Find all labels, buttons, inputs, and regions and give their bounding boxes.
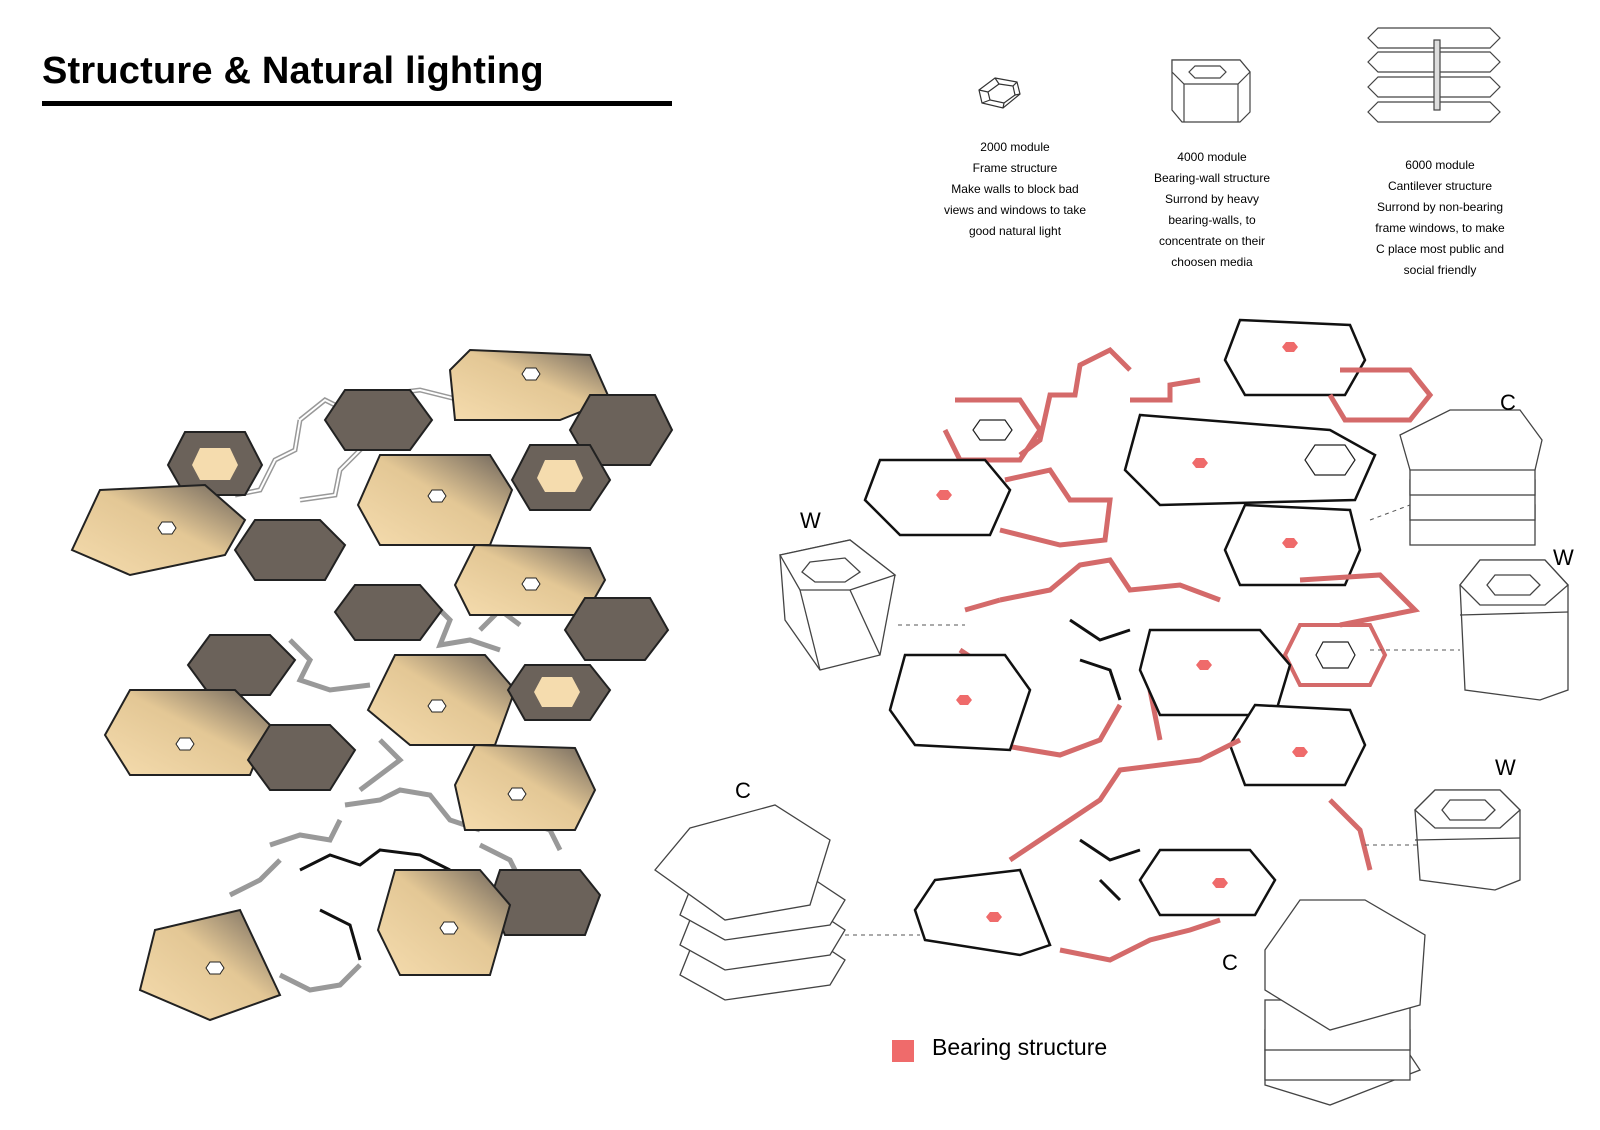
module-6000-line: frame windows, to make — [1375, 221, 1505, 235]
module-2000-line: good natural light — [968, 224, 1062, 238]
w-block-right-bottom — [1414, 789, 1521, 891]
module-4000-icon — [1171, 59, 1251, 123]
right-floorplan-top — [863, 318, 1434, 548]
module-4000-line: choosen media — [1171, 255, 1253, 269]
module-4000-line: bearing-walls, to — [1168, 213, 1256, 227]
c-stack-left — [654, 804, 846, 1001]
module-6000-caption: 6000 module Cantilever structure Surrond… — [1350, 155, 1530, 281]
module-6000-line: C place most public and — [1375, 242, 1505, 256]
right-floorplan-bottom — [913, 703, 1373, 963]
module-2000-line: views and windows to take — [943, 203, 1087, 217]
c-stack-bottom-right — [1264, 899, 1426, 1106]
module-2000-caption: 2000 module Frame structure Make walls t… — [925, 137, 1105, 242]
tag-c-top: C — [1500, 390, 1516, 415]
module-4000-line: Surrond by heavy — [1164, 192, 1260, 206]
module-4000-line: concentrate on their — [1158, 234, 1266, 248]
left-floorplan-bottom — [138, 743, 602, 1022]
tag-w-right-top: W — [1553, 545, 1574, 570]
w-block-left — [778, 539, 897, 671]
c-stack-top-right — [1399, 409, 1543, 546]
bearing-legend-label: Bearing structure — [932, 1034, 1108, 1060]
w-block-right-top — [1459, 559, 1569, 701]
connector-lines — [845, 504, 1460, 936]
module-6000-line: social friendly — [1403, 263, 1477, 277]
tag-c-left: C — [735, 778, 751, 803]
module-2000-icon — [978, 77, 1021, 109]
module-6000-line: 6000 module — [1405, 158, 1475, 172]
tag-w-left: W — [800, 508, 821, 533]
module-2000-line: Frame structure — [972, 161, 1058, 175]
page-title: Structure & Natural lighting — [42, 50, 544, 92]
module-4000-caption: 4000 module Bearing-wall structure Surro… — [1122, 147, 1302, 273]
module-4000-line: Bearing-wall structure — [1153, 171, 1271, 185]
module-6000-icon — [1367, 27, 1501, 123]
left-floorplan-top — [70, 348, 674, 581]
left-floorplan-middle — [103, 543, 670, 792]
title-underline — [42, 101, 672, 106]
bearing-legend-swatch — [892, 1040, 914, 1062]
module-4000-line: 4000 module — [1177, 150, 1247, 164]
module-6000-line: Cantilever structure — [1387, 179, 1493, 193]
module-2000-line: 2000 module — [980, 140, 1050, 154]
module-2000-line: Make walls to block bad — [951, 182, 1079, 196]
tag-w-right-bottom: W — [1495, 755, 1516, 780]
module-6000-line: Surrond by non-bearing — [1376, 200, 1504, 214]
right-floorplan-middle — [888, 503, 1421, 758]
tag-c-bottom: C — [1222, 950, 1238, 975]
